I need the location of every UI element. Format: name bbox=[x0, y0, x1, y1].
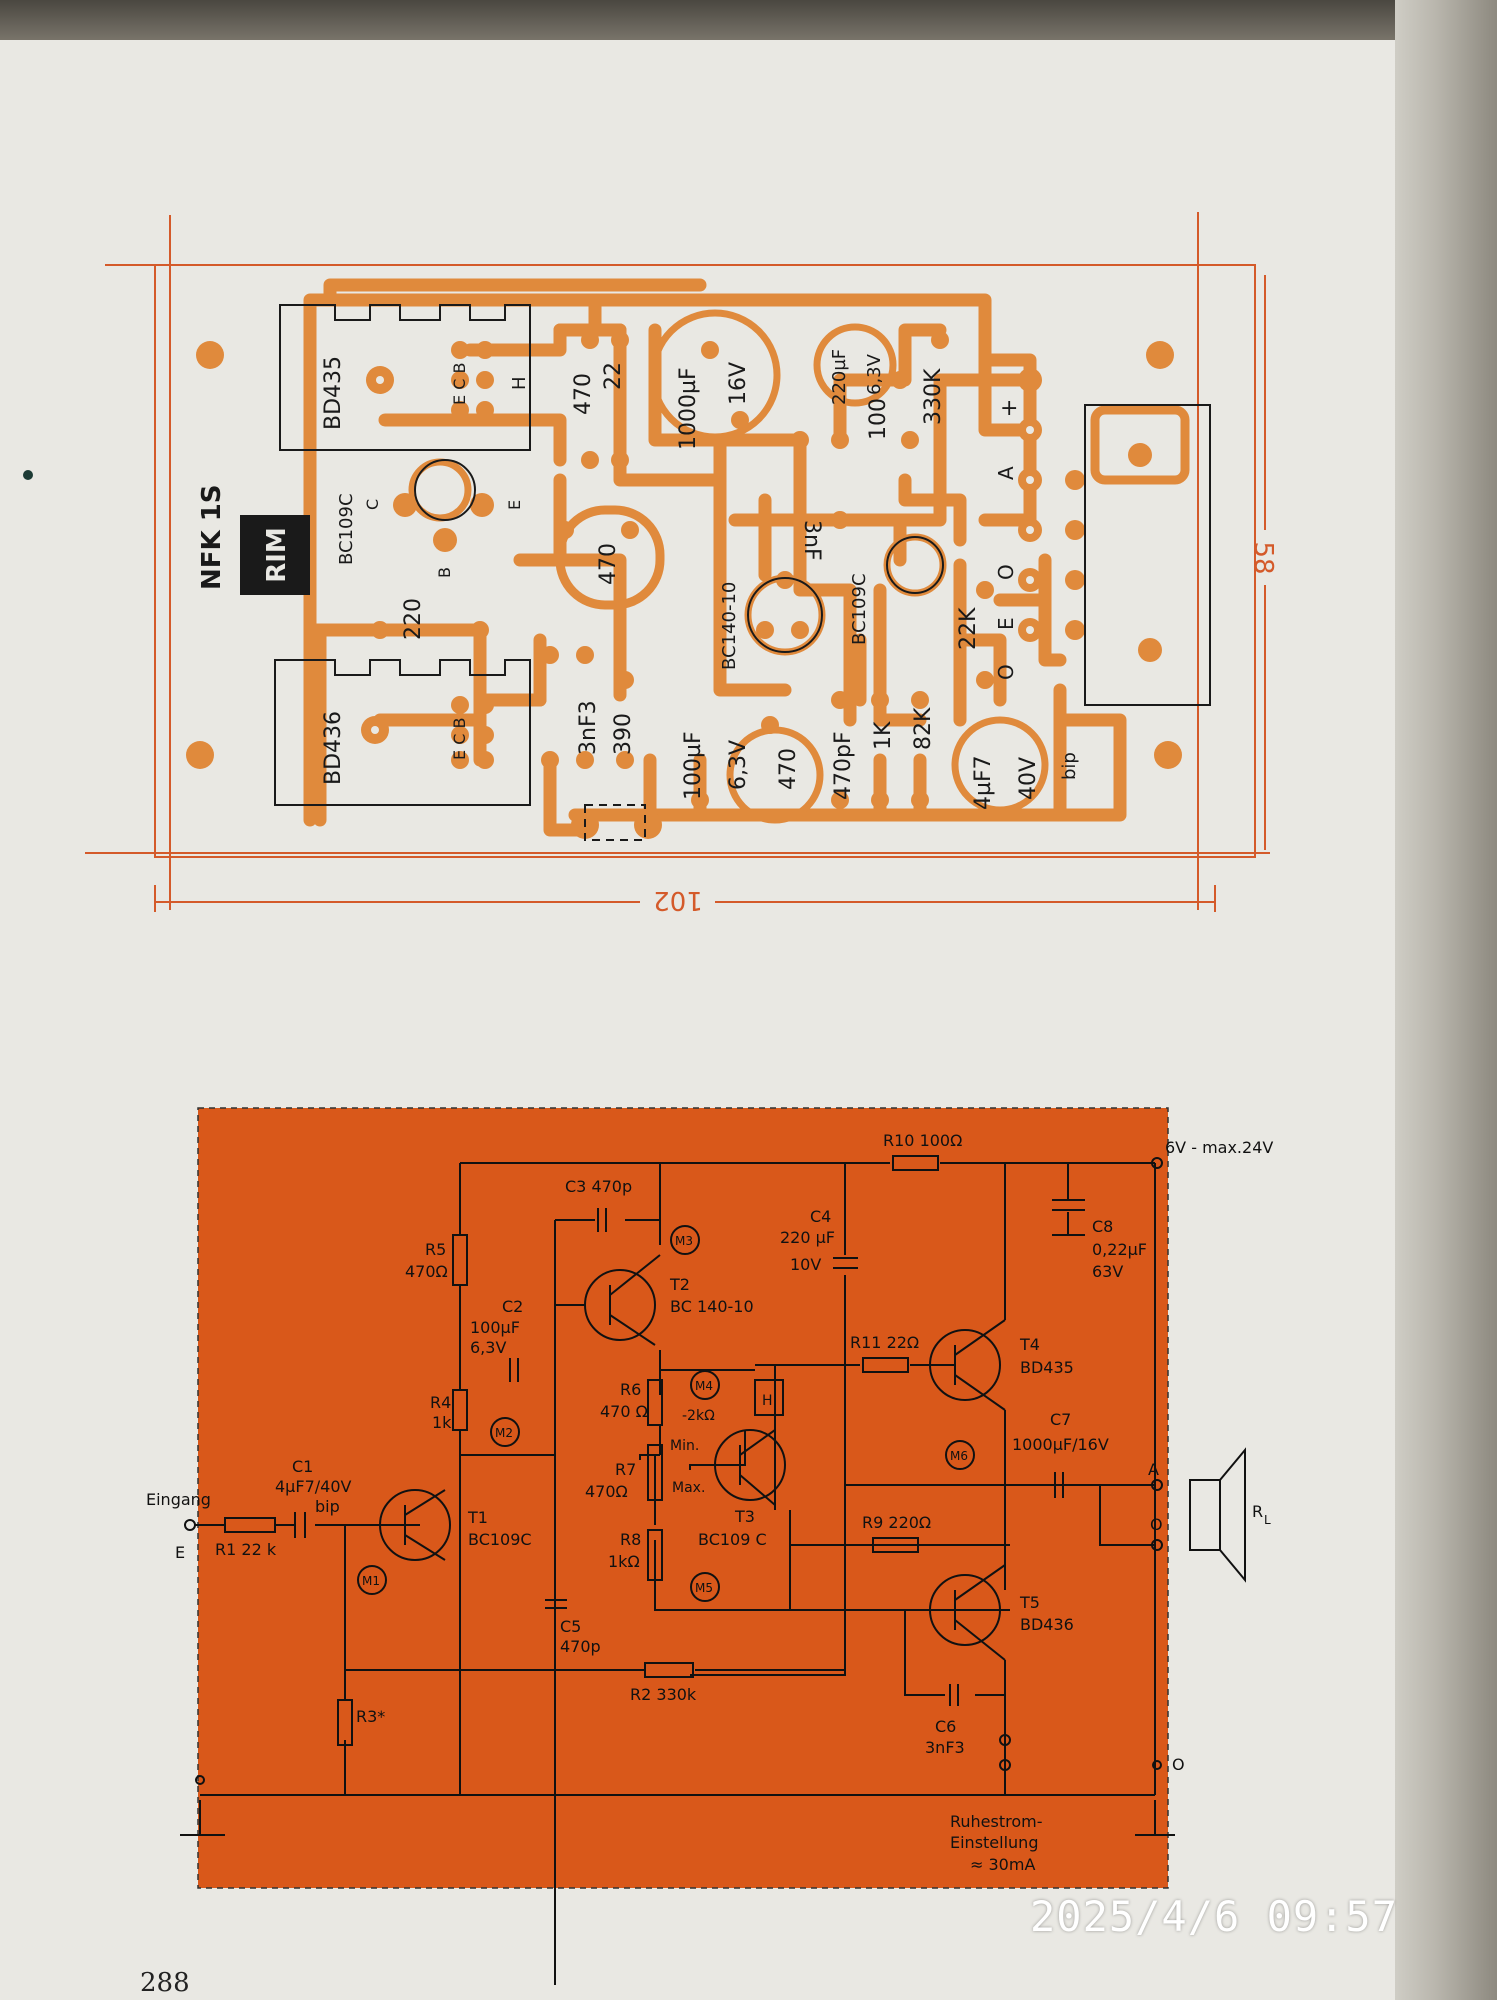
label-3nf: 3nF bbox=[799, 520, 824, 561]
label-o2: O bbox=[994, 664, 1018, 680]
pad-holes bbox=[371, 376, 1034, 734]
label-bc140: BC140-10 bbox=[719, 582, 740, 670]
label-ecb-bottom: E C B bbox=[450, 718, 469, 760]
rim-logo-text: RIM bbox=[262, 527, 292, 583]
pcb-outline bbox=[85, 212, 1270, 912]
label-bc109c-left: BC109C bbox=[336, 493, 357, 565]
label-cap6v3: 6,3V bbox=[864, 353, 885, 395]
label-cap100: 100µF bbox=[681, 731, 706, 800]
rim-logo: RIM bbox=[240, 515, 310, 595]
label-bip: bip bbox=[1059, 752, 1080, 780]
pcb-layout-drawing: 102 58 bbox=[23, 212, 1278, 915]
label-cap16v: 16V bbox=[726, 362, 751, 405]
pcb-labels: NFK 1S RIM BD435 BD436 BC109C E C B E C … bbox=[197, 349, 1080, 810]
label-r1k: 1K bbox=[871, 721, 896, 750]
photo-timestamp: 2025/4/6 09:57 bbox=[1030, 1892, 1399, 1941]
label-r470-top: 470 bbox=[571, 373, 596, 415]
label-h: H bbox=[509, 376, 530, 390]
dim-height-label: 58 bbox=[1248, 541, 1278, 574]
label-r470-mid: 470 bbox=[596, 543, 621, 585]
label-bd436: BD436 bbox=[321, 711, 346, 785]
label-r100: 100 bbox=[866, 398, 891, 440]
label-a: A bbox=[994, 466, 1018, 480]
label-c-left: C bbox=[363, 499, 382, 510]
board-name: NFK 1S bbox=[197, 484, 227, 590]
label-cap470p: 470pF bbox=[831, 731, 856, 800]
label-bd435: BD435 bbox=[321, 356, 346, 430]
stray-dot bbox=[23, 470, 33, 480]
label-r22: 22 bbox=[601, 362, 626, 390]
label-o: O bbox=[994, 564, 1018, 580]
label-cap4u7: 4µF7 bbox=[971, 755, 996, 810]
label-r390: 390 bbox=[611, 713, 636, 755]
label-cap1000: 1000µF bbox=[676, 367, 701, 450]
copper-pads bbox=[186, 331, 1182, 839]
label-b-left: B bbox=[435, 567, 454, 578]
book-top-edge bbox=[0, 0, 1497, 44]
label-r470-low: 470 bbox=[776, 748, 801, 790]
label-r22k: 22K bbox=[956, 607, 981, 650]
label-ecb-top: E C B bbox=[450, 363, 469, 405]
label-cap100v: 6,3V bbox=[726, 740, 751, 790]
label-cap40v: 40V bbox=[1016, 757, 1041, 800]
component-outlines bbox=[274, 304, 1211, 841]
label-3nf3: 3nF3 bbox=[576, 700, 601, 755]
label-r220: 220 bbox=[401, 598, 426, 640]
book-gutter bbox=[1395, 0, 1497, 2000]
copper-traces bbox=[303, 278, 1127, 837]
label-plus: + bbox=[1000, 396, 1018, 421]
label-r330k: 330K bbox=[921, 368, 946, 425]
label-cap220: 220µF bbox=[829, 349, 850, 405]
label-r82k: 82K bbox=[911, 707, 936, 750]
dim-width-label: 102 bbox=[653, 885, 703, 915]
label-e-left: E bbox=[505, 500, 524, 510]
label-bc109c-right: BC109C bbox=[849, 573, 870, 645]
label-e: E bbox=[994, 617, 1018, 630]
copper-outline-shapes bbox=[555, 405, 1190, 610]
page-number: 288 bbox=[140, 1968, 190, 1998]
